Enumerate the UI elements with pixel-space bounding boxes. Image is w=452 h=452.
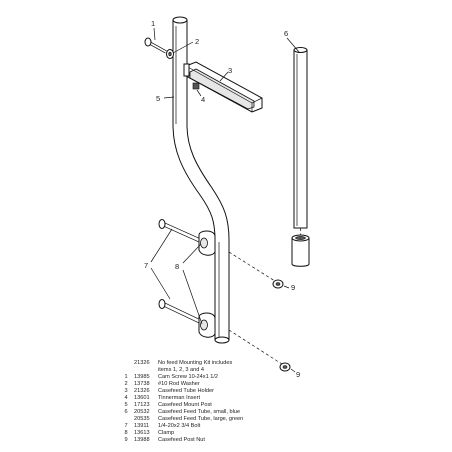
upper-clamp: [198, 230, 216, 256]
mount-post: [172, 16, 230, 344]
parts-part-number: 13988: [134, 437, 150, 443]
parts-part-number: 13911: [134, 423, 150, 429]
callout-9-upper: 9: [291, 283, 295, 292]
parts-item-number: 7: [124, 423, 128, 429]
parts-list: 21326 No feed Mounting Kit includes item…: [118, 360, 358, 444]
parts-row: 6 20532 Casefeed Feed Tube, small, blue: [118, 409, 358, 416]
leader-lines: [150, 27, 300, 373]
callout-8: 8: [175, 262, 179, 271]
parts-part-number: 20532: [134, 409, 150, 415]
parts-description: Casefeed Mount Post: [158, 402, 212, 408]
parts-part-number: 17123: [134, 402, 150, 408]
callout-2: 2: [195, 37, 199, 46]
parts-description: Tinnerman Insert: [158, 395, 201, 401]
callout-9-lower: 9: [296, 370, 300, 379]
rod-washer: [166, 49, 174, 59]
parts-part-number: 21326: [134, 388, 150, 394]
upper-bolt: [158, 219, 202, 243]
lower-clamp: [198, 312, 216, 338]
parts-part-number: 13985: [134, 374, 150, 380]
parts-row: 2 13738 #10 Rod Washer: [118, 381, 358, 388]
parts-item-number: 2: [124, 381, 128, 387]
feed-tube: [291, 47, 310, 267]
parts-part-number: 13613: [134, 430, 150, 436]
parts-row: items 1, 2, 3 and 4: [118, 367, 358, 374]
callout-6: 6: [284, 29, 288, 38]
cam-screw: [144, 37, 167, 54]
upper-post-nut: [272, 279, 284, 289]
parts-description: Casefeed Tube Holder: [158, 388, 214, 394]
callout-7: 7: [144, 261, 148, 270]
parts-item-number: 5: [124, 402, 128, 408]
parts-description: Casefeed Feed Tube, small, blue: [158, 409, 241, 415]
parts-item-number: [118, 367, 134, 374]
parts-item-number: 4: [124, 395, 128, 401]
callout-1: 1: [151, 19, 155, 28]
parts-item-number: [118, 360, 134, 367]
parts-description: items 1, 2, 3 and 4: [158, 367, 205, 373]
lower-bolt-axis: [228, 329, 286, 367]
tinnerman-insert: [192, 82, 200, 90]
parts-row: 5 17123 Casefeed Mount Post: [118, 402, 358, 409]
parts-part-number: 20535: [134, 416, 150, 422]
parts-description: No feed Mounting Kit includes: [158, 360, 233, 366]
parts-row: 4 13601 Tinnerman Insert: [118, 395, 358, 402]
parts-part-number: 13738: [134, 381, 150, 387]
parts-item-number: 8: [124, 430, 128, 436]
parts-item-number: 6: [124, 409, 128, 415]
callout-3: 3: [228, 66, 232, 75]
parts-description: Clamp: [158, 430, 175, 436]
parts-description: Casefeed Feed Tube, large, green: [158, 416, 244, 422]
callout-4: 4: [201, 95, 205, 104]
parts-row: 21326 No feed Mounting Kit includes: [118, 360, 358, 367]
parts-row: 20535 Casefeed Feed Tube, large, green: [118, 416, 358, 423]
parts-part-number: [134, 367, 158, 374]
parts-item-number: 3: [124, 388, 128, 394]
parts-item-number: [118, 416, 134, 423]
parts-row: 8 13613 Clamp: [118, 430, 358, 437]
parts-row: 3 21326 Casefeed Tube Holder: [118, 388, 358, 395]
parts-row: 9 13988 Casefeed Post Nut: [118, 437, 358, 444]
tube-holder: [183, 61, 263, 113]
parts-description: Cam Screw 10-24x1 1/2: [158, 374, 219, 380]
parts-part-number: 21326: [134, 360, 150, 366]
parts-description: 1/4-20x2 3/4 Bolt: [158, 423, 201, 429]
parts-item-number: 9: [124, 437, 128, 443]
parts-row: 1 13985 Cam Screw 10-24x1 1/2: [118, 374, 358, 381]
parts-item-number: 1: [124, 374, 128, 380]
lower-post-nut: [279, 362, 291, 372]
lower-bolt: [158, 299, 202, 324]
upper-bolt-axis: [228, 251, 279, 284]
parts-description: #10 Rod Washer: [158, 381, 200, 387]
parts-description: Casefeed Post Nut: [158, 437, 205, 443]
parts-part-number: 13601: [134, 395, 150, 401]
parts-row: 7 13911 1/4-20x2 3/4 Bolt: [118, 423, 358, 430]
callout-5: 5: [156, 94, 160, 103]
